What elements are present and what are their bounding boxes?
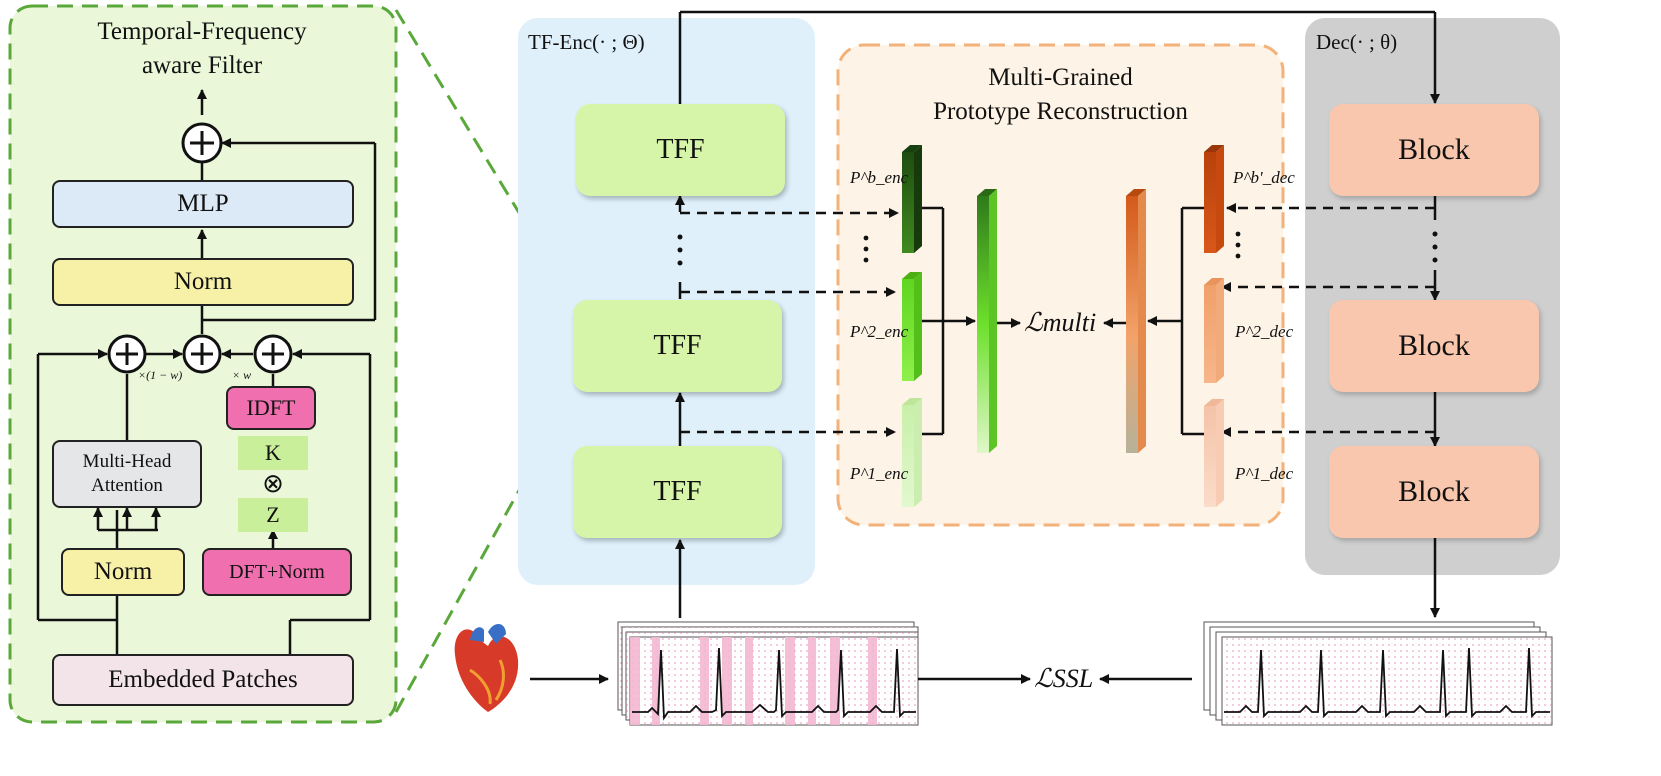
- encoder-title: TF-Enc(· ; Θ): [528, 30, 645, 54]
- tff-block-bottom: TFF: [573, 446, 782, 538]
- filter-wiring: [36, 89, 377, 654]
- mlp-box: MLP: [52, 180, 354, 228]
- heart-icon: [454, 623, 519, 712]
- enc-label-1: P^1_enc: [850, 464, 909, 483]
- mha-box: Multi-Head Attention: [52, 440, 202, 508]
- idft-box: IDFT: [226, 386, 316, 430]
- output-ecg-stack: [1203, 621, 1553, 726]
- enc-bar-b: [902, 152, 914, 253]
- dec-bar-b: [1204, 152, 1216, 253]
- encoder-ellipsis: [677, 234, 683, 266]
- input-ecg-stack: [617, 621, 919, 726]
- dec-label-2: P^2_dec: [1235, 322, 1294, 341]
- enc-label-2: P^2_enc: [850, 322, 909, 341]
- weight-label: × w: [232, 368, 252, 382]
- enc-bar-ellipsis: [863, 235, 869, 263]
- filter-title-line1: Temporal-Frequency: [97, 18, 307, 45]
- loss-ssl-label: ℒSSL: [1034, 664, 1094, 693]
- adder-left: [107, 334, 147, 374]
- weight-minus-label: ×(1 − w): [138, 368, 183, 382]
- dec-label-b: P^b'_dec: [1233, 168, 1295, 187]
- encoder-wiring: [675, 10, 1440, 618]
- mgpr-wiring: [922, 206, 1204, 436]
- mgpr-title-line2: Prototype Reconstruction: [933, 98, 1188, 125]
- decoder-title: Dec(· ; θ): [1316, 30, 1398, 54]
- decoder-ellipsis: [1432, 231, 1438, 263]
- dft-norm-box: DFT+Norm: [202, 548, 352, 596]
- dec-prototype-bars: [1126, 145, 1224, 507]
- mgpr-panel: [836, 43, 1285, 527]
- adder-center: [182, 334, 222, 374]
- enc-bar-merged: [977, 196, 989, 453]
- adder-right: [253, 334, 293, 374]
- mgpr-title-line1: Multi-Grained: [988, 64, 1133, 91]
- dec-bar-ellipsis: [1235, 231, 1241, 259]
- loss-multi-label: ℒmulti: [1024, 308, 1097, 337]
- decoder-block-middle: Block: [1329, 300, 1539, 392]
- k-box: K: [238, 436, 308, 470]
- encoder-dashed-links: [680, 208, 899, 437]
- z-box: Z: [238, 498, 308, 532]
- decoder-block-top: Block: [1329, 104, 1539, 196]
- adder-top: [181, 122, 223, 164]
- otimes-symbol: ⊗: [262, 469, 284, 499]
- filter-title-line2: aware Filter: [141, 52, 263, 79]
- norm-top-box: Norm: [52, 258, 354, 306]
- norm-bottom-box: Norm: [61, 548, 185, 596]
- dec-bar-2: [1204, 285, 1216, 383]
- decoder-dashed-links: [1221, 203, 1435, 437]
- tff-block-middle: TFF: [573, 300, 782, 392]
- enc-bar-1: [902, 405, 914, 507]
- enc-bar-2: [902, 279, 914, 381]
- dec-bar-1: [1204, 406, 1216, 507]
- dec-label-1: P^1_dec: [1235, 464, 1294, 483]
- embedded-patches-box: Embedded Patches: [52, 654, 354, 706]
- dec-bar-merged: [1126, 196, 1138, 453]
- enc-prototype-bars: [902, 145, 997, 507]
- enc-label-b: P^b_enc: [850, 168, 909, 187]
- decoder-block-bottom: Block: [1329, 446, 1539, 538]
- tff-block-top: TFF: [576, 104, 785, 196]
